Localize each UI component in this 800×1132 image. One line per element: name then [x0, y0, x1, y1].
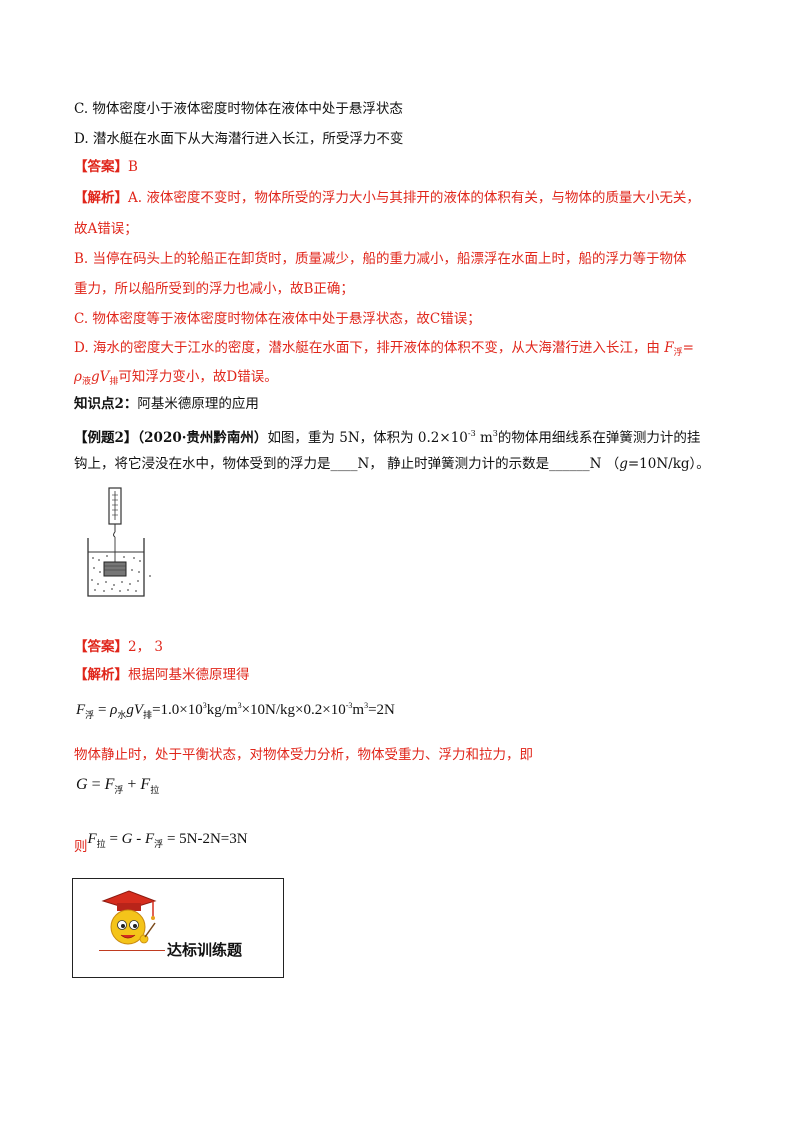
banner-title: 达标训练题 [167, 941, 243, 959]
beaker [87, 538, 145, 597]
knowledge-point: 知识点2：阿基米德原理的应用 [74, 395, 259, 413]
eq2-f2-sub: 拉 [150, 786, 160, 796]
eq-rho-sub: 水 [117, 711, 127, 721]
submerged-object [103, 561, 127, 577]
eq3-equals: = [105, 831, 122, 847]
eq3-result: = 5N-2N=3N [163, 831, 248, 847]
analysis-1-d-line2: ρ液gV排可知浮力变小，故D错误。 [74, 368, 278, 391]
analysis-label: 【解析】 [74, 190, 128, 206]
eq2-f1: F [104, 776, 115, 793]
example-text-2b: N， 静止时弹簧测力计的示数是 [357, 456, 550, 472]
analysis-2-intro: 【解析】根据阿基米德原理得 [74, 666, 250, 684]
eq3-f: F [87, 831, 97, 847]
example-text-2d: =10N/kg）。 [627, 456, 710, 472]
equilibrium-statement: 物体静止时，处于平衡状态，对物体受力分析，物体受重力、浮力和拉力，即 [74, 747, 533, 763]
eq-unit: kg/m [206, 702, 238, 718]
blank-1: ____ [330, 456, 358, 472]
formula-rho-sub: 液 [81, 377, 91, 387]
eq3-f-sub: 拉 [96, 840, 106, 850]
analysis-d-text: D. 海水的密度大于江水的密度，潜水艇在水面下，排开液体的体积不变，从大海潜行进… [74, 340, 660, 356]
eq-exp-3: -3 [345, 701, 353, 710]
answer-2: 【答案】2， 3 [74, 638, 163, 656]
analysis-label: 【解析】 [74, 667, 128, 683]
eq3-minus: - [132, 831, 145, 847]
eq-rhs: =1.0×10 [152, 702, 203, 718]
example-text-1a: 如图，重为 5N，体积为 0.2×10 [267, 430, 468, 446]
analysis-1-a-line1: 【解析】A. 液体密度不变时，物体所受的浮力大小与其排开的液体的体积有关，与物体… [74, 189, 700, 207]
knowledge-label: 知识点2： [74, 396, 138, 412]
analysis-intro: 根据阿基米德原理得 [128, 667, 250, 683]
eq-exp-2: 3 [237, 701, 242, 710]
answer-label: 【答案】 [74, 639, 128, 655]
analysis-a-text: A. 液体密度不变时，物体所受的浮力大小与其排开的液体的体积有关，与物体的质量大… [128, 190, 700, 206]
example-source: （2020·贵州黔南州） [137, 430, 268, 446]
eq3-f2-sub: 浮 [154, 840, 164, 850]
example-2-line1: 【例题2】（2020·贵州黔南州）如图，重为 5N，体积为 0.2×10-3 m… [74, 425, 700, 447]
mascot-icon [101, 890, 157, 945]
formula-f: F [664, 340, 674, 356]
g-symbol: g [619, 456, 628, 472]
example-label: 【例题2】 [74, 430, 138, 446]
eq2-f1-sub: 浮 [114, 786, 124, 796]
eq-v-sub: 排 [143, 711, 153, 721]
water [91, 555, 151, 592]
spring-scale-beaker-figure [84, 486, 160, 604]
formula-v-sub: 排 [109, 377, 119, 387]
analysis-1-b-line1: B. 当停在码头上的轮船正在卸货时，质量减少，船的重力减小，船漂浮在水面上时，船… [74, 251, 687, 267]
then-label: 则 [74, 839, 88, 855]
example-text-1b: m [475, 430, 493, 446]
formula-eq: = [682, 340, 694, 356]
exponent-2: 3 [492, 429, 498, 438]
example-text-1c: 的物体用细线系在弹簧测力计的挂 [497, 430, 701, 446]
eq2-f2: F [140, 776, 151, 793]
analysis-1-d-line1: D. 海水的密度大于江水的密度，潜水艇在水面下，排开液体的体积不变，从大海潜行进… [74, 339, 694, 362]
eq-f-sub: 浮 [85, 711, 95, 721]
option-d: D. 潜水艇在水面下从大海潜行进入长江，所受浮力不变 [74, 131, 404, 147]
analysis-d-conclusion: 可知浮力变小，故D错误。 [118, 369, 278, 385]
equation-balance: G = F浮 + F拉 [76, 776, 159, 800]
eq2-plus: + [123, 776, 141, 793]
answer-value: B [128, 159, 138, 175]
figure-svg [87, 487, 151, 597]
answer-value: 2， 3 [128, 639, 163, 655]
banner-rule [99, 950, 165, 951]
eq3-f2: F [145, 831, 155, 847]
eq-exp: 3 [202, 701, 207, 710]
eq3-g: G [121, 831, 133, 847]
option-c: C. 物体密度小于液体密度时物体在液体中处于悬浮状态 [74, 101, 403, 117]
example-text-2c: N （ [589, 456, 620, 472]
knowledge-title: 阿基米德原理的应用 [137, 396, 259, 412]
eq-exp-4: 3 [364, 701, 369, 710]
eq-gv: gV [126, 702, 144, 718]
equation-buoyancy: F浮 = ρ水gV排=1.0×103kg/m3×10N/kg×0.2×10-3m… [76, 697, 395, 725]
eq2-g: G [76, 776, 88, 793]
analysis-1-b-line2: 重力，所以船所受到的浮力也减小，故B正确； [74, 281, 354, 297]
analysis-1-a-line2: 故A错误； [74, 221, 138, 237]
formula-gv: gV [90, 369, 110, 385]
eq-rho: ρ [110, 702, 118, 718]
eq-rest: ×10N/kg×0.2×10 [241, 702, 346, 718]
eq-equals: = [94, 702, 111, 718]
formula-rho: ρ [74, 369, 82, 385]
eq2-equals: = [87, 776, 105, 793]
example-text-2a: 钩上，将它浸没在水中，物体受到的浮力是 [74, 456, 331, 472]
practice-banner: 达标训练题 [72, 878, 284, 978]
answer-label: 【答案】 [74, 159, 128, 175]
exponent: -3 [467, 429, 476, 438]
eq-result: =2N [368, 702, 395, 718]
example-2-line2: 钩上，将它浸没在水中，物体受到的浮力是____N， 静止时弹簧测力计的示数是__… [74, 455, 710, 473]
eq-m: m [352, 702, 365, 718]
formula-f-sub: 浮 [673, 348, 683, 358]
eq-f: F [76, 702, 86, 718]
analysis-1-c-line: C. 物体密度等于液体密度时物体在液体中处于悬浮状态，故C错误； [74, 311, 481, 327]
equation-tension: 则F拉 = G - F浮 = 5N-2N=3N [74, 830, 248, 855]
blank-2: ______ [549, 456, 590, 472]
answer-1: 【答案】B [74, 158, 138, 176]
